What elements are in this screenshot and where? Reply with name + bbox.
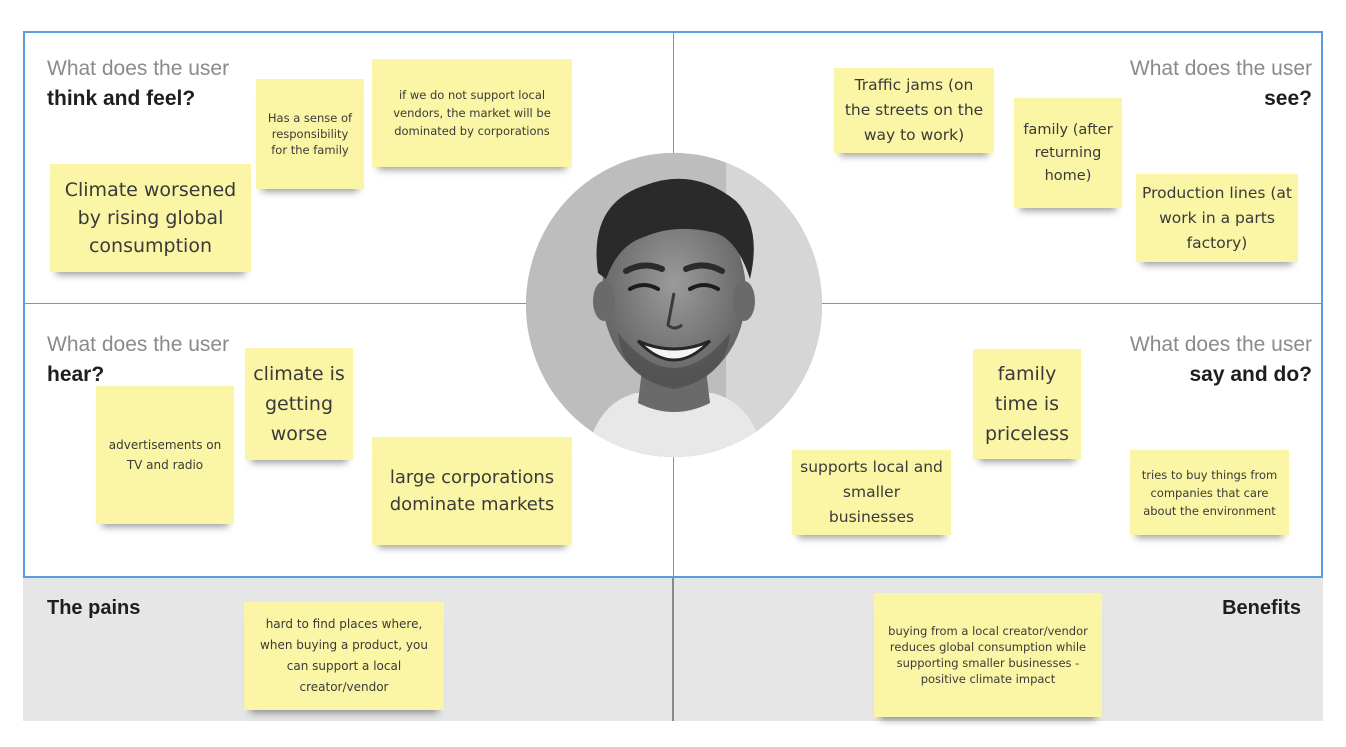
think-feel-label: What does the user think and feel? bbox=[47, 57, 230, 110]
sticky-note[interactable]: Has a sense of responsibility for the fa… bbox=[256, 79, 364, 189]
sticky-note[interactable]: climate is getting worse bbox=[245, 348, 353, 460]
sticky-note[interactable]: Production lines (at work in a parts fac… bbox=[1136, 174, 1298, 262]
sticky-note[interactable]: large corporations dominate markets bbox=[372, 437, 572, 545]
say-do-label: What does the user say and do? bbox=[1129, 333, 1312, 386]
pains-label: The pains bbox=[47, 597, 141, 619]
persona-photo bbox=[526, 153, 822, 457]
sticky-note[interactable]: Climate worsened by rising global consum… bbox=[50, 164, 251, 272]
sticky-note[interactable]: family time is priceless bbox=[973, 349, 1081, 459]
hear-label: What does the user hear? bbox=[47, 333, 230, 386]
see-label: What does the user see? bbox=[1129, 57, 1312, 110]
sticky-note[interactable]: buying from a local creator/vendor reduc… bbox=[874, 593, 1102, 717]
benefits-label: Benefits bbox=[1222, 597, 1301, 619]
sticky-note[interactable]: advertisements on TV and radio bbox=[96, 386, 234, 524]
sticky-note[interactable]: if we do not support local vendors, the … bbox=[372, 59, 572, 167]
sticky-note[interactable]: family (after returning home) bbox=[1014, 98, 1122, 208]
sticky-note[interactable]: hard to find places where, when buying a… bbox=[244, 602, 444, 710]
sticky-note[interactable]: tries to buy things from companies that … bbox=[1130, 450, 1289, 535]
bottom-divider bbox=[672, 578, 674, 721]
sticky-note[interactable]: Traffic jams (on the streets on the way … bbox=[834, 68, 994, 153]
persona-portrait-icon bbox=[526, 153, 822, 457]
sticky-note[interactable]: supports local and smaller businesses bbox=[792, 450, 951, 535]
